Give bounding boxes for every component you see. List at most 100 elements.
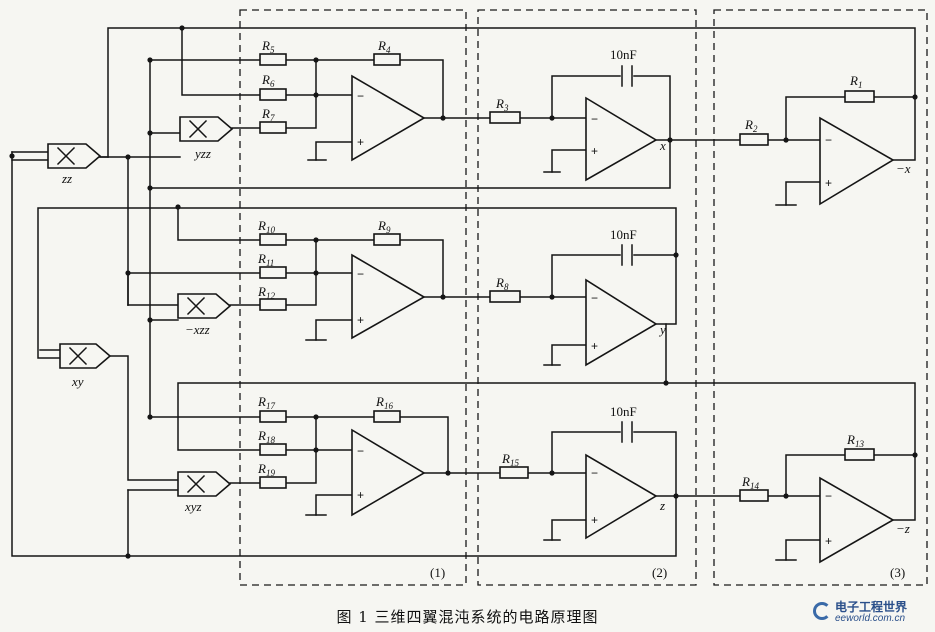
label-out-neg-z: −z [896,521,910,536]
label-cap-x: 10nF [610,47,637,62]
eeworld-logo: 电子工程世界 eeworld.com.cn [811,598,929,628]
resistor-r18 [259,443,287,456]
minus-sign: − [825,133,832,147]
resistor-r8 [489,290,521,303]
section-label-1: (1) [430,565,445,580]
resistor-r2 [739,133,769,146]
label-r19: R19 [257,461,275,478]
capacitors [621,65,633,443]
opamp-signs: − + − + − + − + − + − + − + − + [357,89,832,548]
section-box-3 [713,9,928,586]
plus-sign: + [825,176,832,190]
label-xy: xy [71,374,84,389]
resistors [259,53,875,502]
label-yzz: yzz [193,146,211,161]
minus-sign: − [357,267,364,281]
label-r10: R10 [257,218,275,235]
opamps [351,74,895,564]
label-r8: R8 [495,275,509,292]
label-r1: R1 [849,73,862,90]
plus-sign: + [825,534,832,548]
opamp-sum-x [351,74,426,162]
multiplier-xy [59,343,112,369]
resistor-r3 [489,111,521,124]
opamp-inverter-x [819,116,895,206]
multiplier-yzz [179,116,234,142]
label-r7: R7 [261,106,275,123]
logo-mark-icon [813,602,831,620]
section-labels: (1) (2) (3) [430,565,905,580]
opamp-integrator-x [585,96,658,182]
resistor-r19 [259,476,287,489]
resistor-r14 [739,489,769,502]
logo-text-url: eeworld.com.cn [835,613,906,624]
section-box-1 [239,9,467,586]
multiplier-xyz [177,471,232,497]
multiplier-zz [47,143,102,169]
label-xyz: xyz [184,499,202,514]
label-out-neg-x: −x [896,161,911,176]
label-r12: R12 [257,284,275,301]
opamp-integrator-y [585,278,658,367]
label-r13: R13 [846,432,864,449]
label-out-z: z [659,498,665,513]
capacitor-z [621,421,633,443]
figure-caption: 图 1 三维四翼混沌系统的电路原理图 [336,608,599,626]
capacitor-labels: 10nF 10nF 10nF [610,47,637,419]
plus-sign: + [357,135,364,149]
resistor-r11 [259,266,287,279]
label-r14: R14 [741,474,759,491]
label-r4: R4 [377,38,391,55]
plus-sign: + [591,513,598,527]
resistor-r6 [259,88,287,101]
section-label-2: (2) [652,565,667,580]
multipliers [47,116,234,497]
resistor-r13 [844,448,875,461]
minus-sign: − [591,112,598,126]
resistor-r7 [259,121,287,134]
junction-dots [9,25,918,559]
resistor-r16 [373,410,401,423]
resistor-r12 [259,298,287,311]
resistor-r17 [259,410,287,423]
resistor-labels: R5 R6 R7 R4 R3 R2 R1 R10 R11 R12 R9 R8 R… [257,38,864,491]
minus-sign: − [591,291,598,305]
plus-sign: + [357,488,364,502]
capacitor-y [621,244,633,266]
resistor-r5 [259,53,287,66]
minus-sign: − [357,444,364,458]
label-out-x: x [659,138,666,153]
minus-sign: − [591,466,598,480]
opamp-sum-z [351,428,426,517]
label-r11: R11 [257,251,274,268]
plus-sign: + [357,313,364,327]
signal-labels: zz yzz −xzz xy xyz x −x y z −z [61,138,911,536]
label-r9: R9 [377,218,391,235]
opamp-sum-y [351,253,426,340]
capacitor-x [621,65,633,87]
plus-sign: + [591,144,598,158]
multiplier-xzz [177,293,232,319]
label-xzz: −xzz [185,322,210,337]
resistor-r15 [499,466,529,479]
opamp-inverter-z [819,476,895,564]
label-r15: R15 [501,451,519,468]
resistor-r9 [373,233,401,246]
logo-text-cn: 电子工程世界 [835,600,908,614]
plus-sign: + [591,339,598,353]
label-r16: R16 [375,394,393,411]
label-r2: R2 [744,117,758,134]
wiring [11,27,916,561]
label-r6: R6 [261,72,275,89]
minus-sign: − [357,89,364,103]
label-out-y: y [658,322,666,337]
opamp-integrator-z [585,453,658,540]
label-r3: R3 [495,96,509,113]
label-zz: zz [61,171,72,186]
section-label-3: (3) [890,565,905,580]
resistor-r10 [259,233,287,246]
minus-sign: − [825,489,832,503]
resistor-r1 [844,90,875,103]
